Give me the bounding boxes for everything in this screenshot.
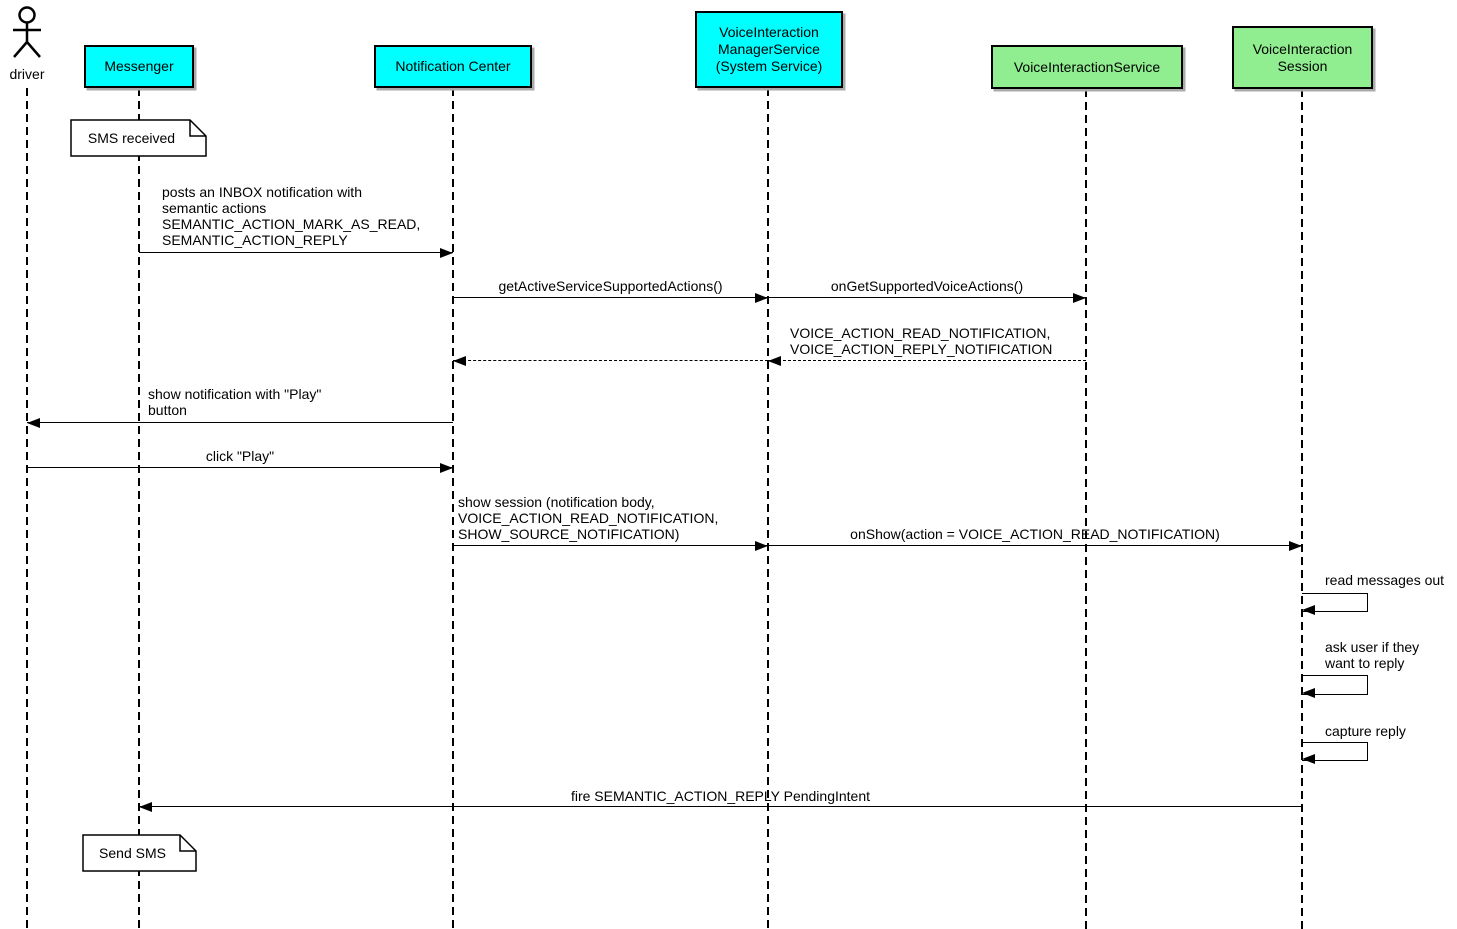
self-message-loop-ask-user-reply [1302,675,1368,695]
participant-label: Messenger [104,58,174,74]
message-label-on-show: onShow(action = VOICE_ACTION_READ_NOTIFI… [850,526,1220,542]
actor-label: driver [9,66,45,82]
arrowhead [1302,688,1315,698]
message-label-fire-semantic-action-reply: fire SEMANTIC_ACTION_REPLY PendingIntent [570,788,871,804]
message-line-on-show [768,545,1302,546]
actor-driver [7,5,47,61]
message-label-ask-user-reply: ask user if they want to reply [1325,639,1420,671]
arrowhead [27,418,40,428]
participant-voiceinteractionservice: VoiceInteractionService [991,45,1183,89]
note-send-sms: Send SMS [82,834,197,872]
message-line-click-play [27,467,453,468]
message-line-fire-semantic-action-reply [139,806,1302,807]
message-label-capture-reply: capture reply [1325,723,1406,739]
message-label-get-active-service-supported-actions: getActiveServiceSupportedActions() [498,278,723,294]
participant-messenger: Messenger [84,45,194,88]
self-message-loop-read-messages-out [1302,593,1368,612]
arrowhead [1302,754,1315,764]
message-line-on-get-supported-voice-actions [768,297,1086,298]
arrowhead [1073,293,1086,303]
lifeline-messenger [138,88,140,929]
message-label-on-get-supported-voice-actions: onGetSupportedVoiceActions() [830,278,1024,294]
note-text: SMS received [87,130,176,146]
arrowhead [768,356,781,366]
message-line-voice-action-return [768,360,1086,361]
message-label-posts-inbox-notification: posts an INBOX notification with semanti… [162,184,421,248]
participant-label: VoiceInteractionService [1013,58,1161,75]
note-text: Send SMS [99,845,166,861]
participant-label: VoiceInteraction Session [1252,40,1353,74]
arrowhead [1289,541,1302,551]
lifeline-notification-center [452,88,454,929]
participant-voiceinteraction-managerservice: VoiceInteraction ManagerService (System … [695,11,843,88]
message-label-voice-action-return: VOICE_ACTION_READ_NOTIFICATION, VOICE_AC… [790,325,1053,357]
note-shape [82,834,197,872]
message-label-show-session: show session (notification body, VOICE_A… [458,494,719,542]
arrowhead [755,541,768,551]
arrowhead [139,802,152,812]
arrowhead [755,293,768,303]
message-label-read-messages-out: read messages out [1325,572,1445,588]
lifeline-voiceinteraction-session [1301,89,1303,929]
message-line-posts-inbox-notification [139,252,453,253]
self-message-loop-capture-reply [1302,742,1368,761]
lifeline-driver [26,88,28,929]
note-sms-received: SMS received [70,119,207,157]
message-label-show-notification: show notification with "Play" button [148,386,322,418]
arrowhead [440,463,453,473]
participant-voiceinteraction-session: VoiceInteraction Session [1232,26,1373,89]
message-label-click-play: click "Play" [205,448,275,464]
note-shape [70,119,207,157]
arrowhead [453,356,466,366]
lifeline-voiceinteraction-managerservice [767,88,769,929]
message-line-return-to-notification-center [453,360,768,361]
message-line-get-active-service-supported-actions [453,297,768,298]
arrowhead [1302,605,1315,615]
participant-label: Notification Center [395,58,511,74]
participant-label: VoiceInteraction ManagerService (System … [715,24,823,74]
participant-notification-center: Notification Center [374,45,532,88]
lifeline-voiceinteractionservice [1085,89,1087,929]
message-line-show-notification [27,422,453,423]
arrowhead [440,248,453,258]
message-line-show-session [453,545,768,546]
actor-icon [13,6,41,58]
